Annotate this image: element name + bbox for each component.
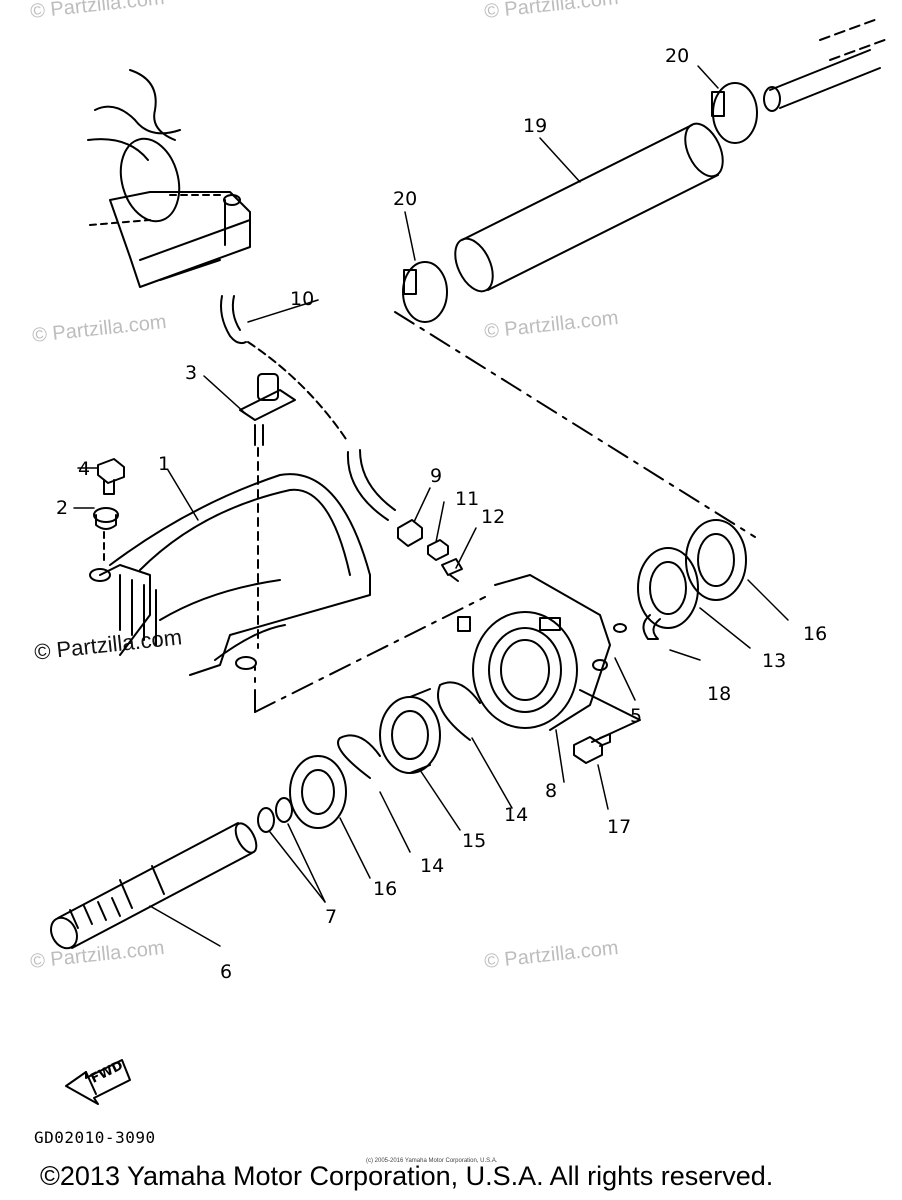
callout-20-right: 20 — [665, 45, 690, 67]
callout-4: 4 — [78, 458, 91, 480]
callout-17: 17 — [607, 816, 632, 838]
callout-14-right: 14 — [504, 804, 529, 826]
callout-2: 2 — [56, 497, 69, 519]
bracket-3 — [239, 373, 296, 649]
circlip-14-right — [437, 681, 481, 741]
callout-18: 18 — [707, 683, 732, 705]
bearing-15 — [379, 688, 441, 774]
bolt-17 — [573, 733, 611, 764]
seal-13 — [637, 547, 699, 629]
callout-9: 9 — [430, 465, 443, 487]
callout-3: 3 — [185, 362, 198, 384]
callout-12: 12 — [481, 506, 506, 528]
callout-19: 19 — [523, 115, 548, 137]
pin-5 — [613, 623, 627, 633]
small-copyright: (c) 2005-2016 Yamaha Motor Corporation, … — [366, 1158, 498, 1164]
fwd-arrow-icon — [65, 1059, 131, 1105]
fitting-9 — [397, 519, 423, 547]
hose-19 — [454, 122, 724, 293]
diagram-code: GD02010-3090 — [34, 1128, 156, 1147]
seal-16-left — [289, 755, 347, 829]
circlip-14-left — [337, 734, 381, 779]
o-rings-7 — [257, 797, 293, 833]
nut-11 — [427, 539, 449, 561]
seal-16-right — [685, 519, 747, 601]
clip-18 — [642, 614, 661, 640]
callout-1: 1 — [158, 453, 171, 475]
callout-13: 13 — [762, 650, 787, 672]
nipple-12 — [441, 558, 463, 582]
hose-10 — [220, 295, 396, 521]
callout-7: 7 — [325, 906, 338, 928]
callout-6: 6 — [220, 961, 233, 983]
hose-end-right — [763, 17, 891, 112]
collar-2 — [93, 507, 119, 530]
shaft-6 — [50, 822, 258, 950]
callout-5: 5 — [630, 705, 643, 727]
housing-8 — [457, 574, 611, 731]
clamp-20-right — [711, 82, 758, 144]
callout-14-left: 14 — [420, 855, 445, 877]
engine-mount-outline — [87, 69, 251, 288]
callout-15: 15 — [462, 830, 487, 852]
copyright-notice: ©2013 Yamaha Motor Corporation, U.S.A. A… — [40, 1161, 774, 1191]
callout-20-left: 20 — [393, 188, 418, 210]
callout-16-left: 16 — [373, 878, 398, 900]
callout-16-right: 16 — [803, 623, 828, 645]
callout-8: 8 — [545, 780, 558, 802]
callout-11: 11 — [455, 488, 480, 510]
cover-1 — [89, 473, 371, 676]
bolt-4 — [97, 458, 125, 495]
clamp-20-left — [402, 261, 448, 323]
callout-10: 10 — [290, 288, 315, 310]
